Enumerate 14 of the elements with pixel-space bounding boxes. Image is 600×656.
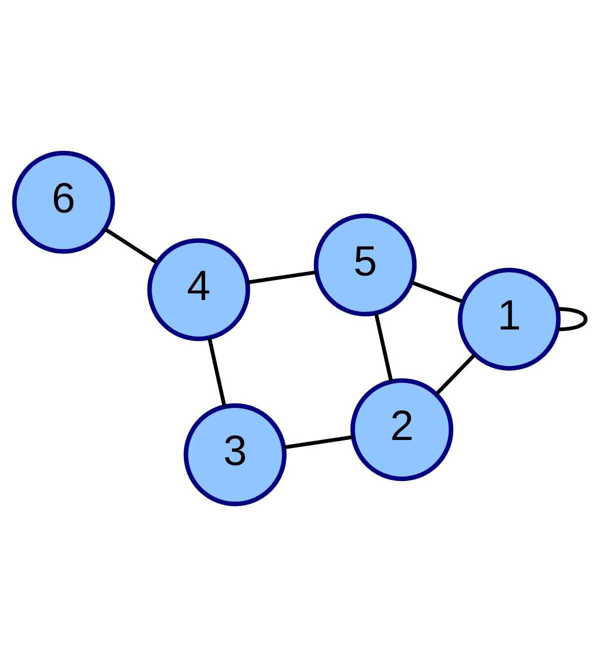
- connector: [435, 352, 476, 395]
- node-circle: 6: [12, 150, 115, 254]
- node-circle: 5: [314, 213, 417, 316]
- connector: [208, 337, 226, 406]
- connector: [284, 434, 354, 449]
- node-circle: 1: [458, 267, 561, 370]
- connector: [104, 227, 158, 264]
- node-circle: 3: [184, 402, 287, 506]
- connector: [558, 306, 588, 331]
- node-circle: 4: [147, 238, 250, 341]
- connector: [410, 280, 464, 303]
- connector: [374, 312, 394, 382]
- node-circle: 2: [350, 378, 454, 481]
- connector: [247, 270, 317, 284]
